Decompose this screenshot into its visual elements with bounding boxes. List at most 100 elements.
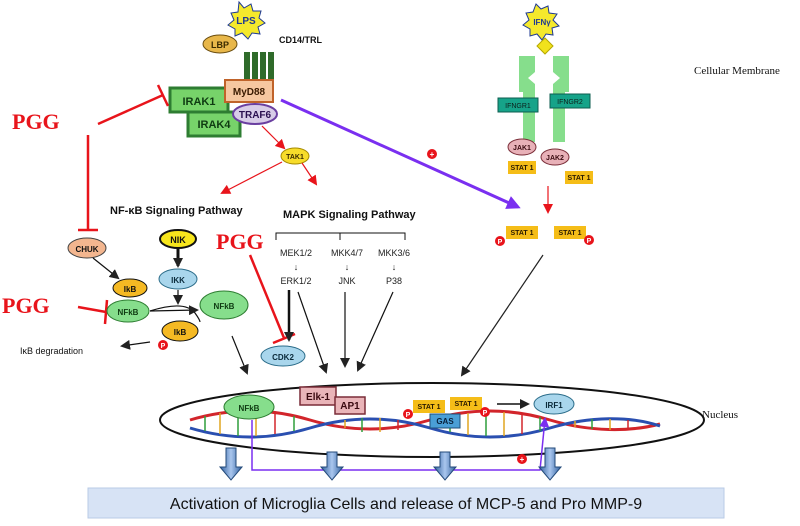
nucleus-stat1-left-label: STAT 1 — [417, 404, 440, 411]
pgg-label-top: PGG — [12, 109, 60, 134]
nucleus-stat1-right-label: STAT 1 — [454, 401, 477, 408]
plus-marker-lower: + — [520, 455, 525, 464]
lbp-label: LBP — [211, 40, 229, 50]
chuk: CHUK — [67, 237, 107, 259]
nfkb-complex: NFkB — [106, 299, 150, 323]
irak1-label: IRAK1 — [182, 96, 215, 108]
output-arrows — [218, 447, 563, 481]
pgg-label-left: PGG — [2, 293, 50, 318]
gas-label: GAS — [436, 417, 454, 426]
lps-ligand: LPS — [227, 0, 266, 40]
phospho-marker: P — [161, 343, 166, 350]
outcome-banner-text: Activation of Microglia Cells and releas… — [170, 496, 642, 513]
ifngr2: IFNGR2 — [549, 93, 591, 109]
ikk: IKK — [158, 268, 198, 290]
nucleus-ellipse — [159, 382, 705, 458]
ifngr2-label: IFNGR2 — [557, 99, 583, 106]
output-arrow-1 — [218, 447, 244, 481]
mkk47-label: MKK4/7 — [331, 248, 363, 258]
p38-to-ap1-arrow — [356, 291, 394, 372]
cdk2: CDK2 — [260, 345, 306, 367]
jak2: JAK2 — [540, 148, 570, 166]
mapk-arrow-1: ↓ — [294, 262, 299, 272]
elk1: Elk-1 — [299, 386, 337, 406]
stat1-upper-right: STAT 1 — [565, 171, 593, 184]
nik-label: NIK — [170, 235, 186, 245]
nfkb-complex-label: NFkB — [118, 308, 139, 317]
nfkb-pathway-label: NF-κB Signaling Pathway — [110, 205, 244, 217]
ikb-upper: IkB — [112, 278, 148, 298]
nucleus-nfkb: NFkB — [223, 394, 275, 420]
cd14-label: CD14/TRL — [279, 35, 323, 45]
mapk-pathway-label: MAPK Signaling Pathway — [283, 209, 417, 221]
jak2-label: JAK2 — [546, 155, 564, 162]
p38-label: P38 — [386, 276, 402, 286]
output-arrow-3 — [432, 451, 458, 481]
purple-feedback-path: + — [251, 417, 550, 471]
phospho-marker: P — [483, 410, 488, 417]
ikb-lower-label: IkB — [174, 328, 187, 337]
ifng-label: IFNγ — [533, 18, 551, 27]
mapk-column-2: MKK4/7 ↓ JNK — [331, 248, 363, 286]
output-arrow-2 — [319, 451, 345, 481]
jak1: JAK1 — [507, 138, 537, 156]
irf1-label: IRF1 — [545, 401, 563, 410]
ikk-label: IKK — [171, 276, 185, 285]
nfkb-to-nucleus-arrow — [231, 335, 249, 375]
irak4: IRAK4 — [186, 110, 242, 138]
myd88: MyD88 — [224, 79, 274, 103]
irak4-label: IRAK4 — [197, 119, 231, 131]
output-arrow-4 — [537, 447, 563, 481]
irf1: IRF1 — [533, 393, 575, 415]
stat1-upper-left: STAT 1 — [508, 161, 536, 174]
gas: GAS — [429, 413, 461, 429]
traf6-to-tak1-arrow — [261, 125, 286, 150]
ikb-release-curve — [149, 305, 201, 323]
cdk2-label: CDK2 — [272, 353, 294, 362]
ifngr1: IFNGR1 — [497, 97, 539, 113]
pgg-inhibitor-left: PGG — [2, 293, 109, 325]
irak1: IRAK1 — [168, 86, 230, 114]
membrane-label: Cellular Membrane — [694, 65, 780, 77]
myd88-label: MyD88 — [233, 87, 266, 98]
mek12-label: MEK1/2 — [280, 248, 312, 258]
nfkb-free: NFkB — [199, 290, 249, 320]
ifngr1-label: IFNGR1 — [505, 103, 531, 110]
ikb-upper-label: IkB — [124, 285, 137, 294]
stat1-upper-right-label: STAT 1 — [567, 175, 590, 182]
nucleus-stat1-right: STAT 1 P — [450, 397, 490, 417]
stat1-phospho-right: STAT 1 P — [554, 226, 594, 245]
nucleus-label: Nucleus — [702, 409, 738, 421]
tak1-label: TAK1 — [286, 154, 304, 161]
mapk-arrow-2: ↓ — [345, 262, 350, 272]
chuk-label: CHUK — [75, 245, 98, 254]
ikb-degradation-arrow — [120, 339, 151, 350]
phospho-marker: P — [406, 412, 411, 419]
erk12-label: ERK1/2 — [280, 276, 311, 286]
elk1-label: Elk-1 — [306, 392, 330, 403]
traf6: TRAF6 — [232, 103, 278, 125]
ap1-label: AP1 — [340, 401, 360, 412]
lps-label: LPS — [236, 16, 256, 27]
cd14-receptor — [244, 52, 274, 88]
stat1-phospho-right-label: STAT 1 — [558, 230, 581, 237]
ifng-diamond — [536, 37, 554, 55]
tak1-to-mapk-arrow — [301, 162, 318, 186]
lbp: LBP — [202, 34, 238, 54]
jak1-label: JAK1 — [513, 145, 531, 152]
nik: NIK — [159, 229, 197, 249]
outcome-banner: Activation of Microglia Cells and releas… — [87, 487, 725, 519]
phospho-marker: P — [498, 239, 503, 246]
mkk36-label: MKK3/6 — [378, 248, 410, 258]
mapk-column-1: MEK1/2 ↓ ERK1/2 — [280, 248, 312, 286]
ifng-ligand: IFNγ — [522, 3, 560, 55]
plus-marker-upper: + — [427, 149, 437, 159]
stat1-upper-left-label: STAT 1 — [510, 165, 533, 172]
nfkb-release-arrow — [149, 305, 199, 316]
stat1-phospho-left: STAT 1 P — [495, 226, 538, 246]
nucleus-stat1-left: STAT 1 P — [403, 400, 445, 419]
plus-marker-upper-text: + — [430, 150, 435, 159]
tak1: TAK1 — [280, 147, 310, 165]
